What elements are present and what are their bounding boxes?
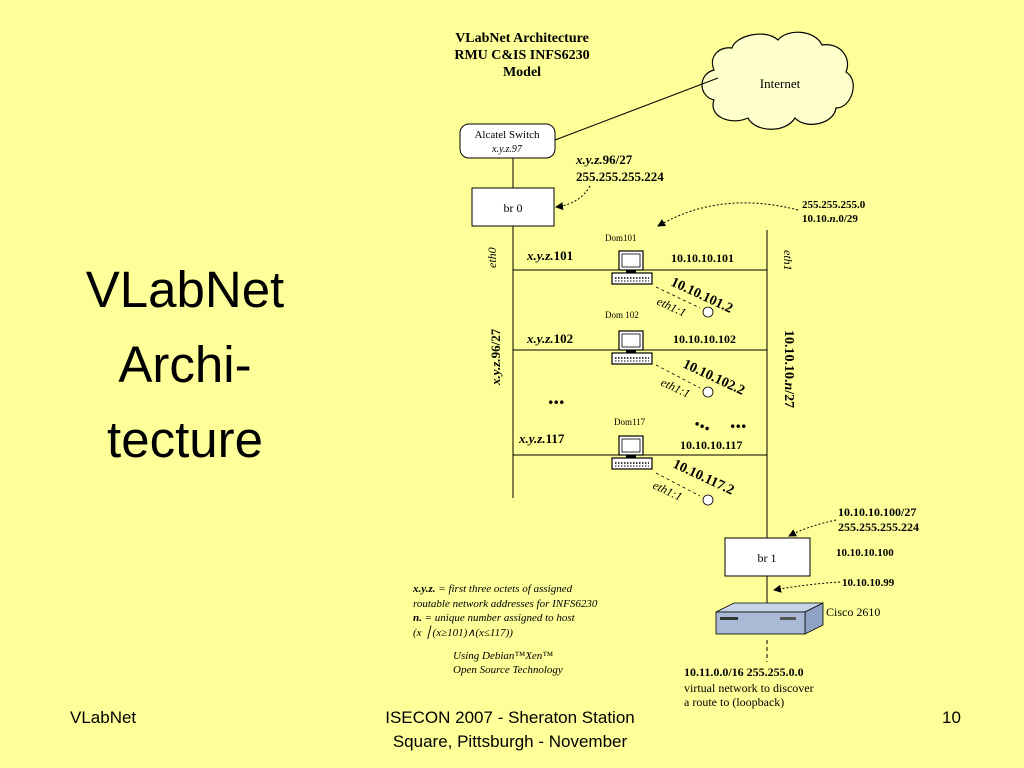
dom102-label: Dom 102 — [605, 310, 639, 320]
ellipsis-left: ... — [548, 384, 565, 409]
dom101-public-ip: x.y.z.101 — [526, 248, 573, 263]
dom101-label: Dom101 — [605, 233, 637, 243]
router-ip-label: 10.10.10.99 — [842, 577, 895, 589]
dom102-alias-port — [702, 386, 714, 398]
private-net-label: 10.10.n.0/29 — [802, 213, 858, 225]
loopback-desc-line-1: virtual network to discover — [684, 681, 814, 695]
bridge-br0: br 0 — [471, 187, 555, 227]
dom102-alias-link — [655, 364, 701, 389]
tech-line-1: Using Debian™Xen™ — [453, 650, 553, 662]
loopback-net-label: 10.11.0.0/16 255.255.0.0 — [684, 665, 804, 679]
eth1-label: eth1 — [781, 250, 795, 271]
br1-net-label: 10.10.10.100/27 — [838, 505, 916, 519]
legend-line-1: x.y.z. = first three octets of assigned — [412, 583, 573, 595]
dom117-label: Dom117 — [614, 417, 646, 427]
br1-mask-label: 255.255.255.224 — [838, 520, 919, 534]
tech-line-2: Open Source Technology — [453, 664, 563, 676]
footer-left: VLabNet — [70, 708, 137, 727]
br1-net-arrow — [788, 519, 837, 537]
dom117-alias-link — [655, 472, 701, 497]
host-dom101: Dom101 x.y.z.101 10.10.10.101 10.10.101.… — [526, 233, 735, 320]
eth0-label: eth0 — [485, 247, 499, 268]
bridge1-label: br 1 — [758, 551, 777, 565]
dom101-private-ip: 10.10.10.101 — [671, 251, 734, 265]
dom102-private-ip: 10.10.10.102 — [673, 332, 736, 346]
footer-center-line-1: ISECON 2007 - Sheraton Station — [385, 708, 635, 727]
bridge0-label: br 0 — [504, 201, 523, 215]
legend: x.y.z. = first three octets of assigned … — [412, 583, 598, 676]
legend-line-4: (x ⎪(x≥101)∧(x≤117)) — [413, 625, 513, 639]
switch-address: x.y.z.97 — [491, 144, 523, 155]
ellipsis-right: ... — [730, 408, 747, 433]
footer-center-line-2: Square, Pittsburgh - November — [392, 732, 628, 751]
dom102-alias-interface: eth1:1 — [659, 375, 693, 401]
dom101-alias-interface: eth1:1 — [655, 294, 689, 320]
page-number: 10 — [942, 708, 961, 727]
br1-ip-label: 10.10.10.100 — [836, 547, 894, 559]
dom101-alias-link — [655, 286, 701, 309]
cisco-router: Cisco 2610 — [715, 602, 880, 635]
subnet-top-label: x.y.z.96/27 — [575, 152, 633, 167]
legend-line-3: n. = unique number assigned to host — [413, 612, 576, 624]
dom101-alias-port — [702, 306, 714, 318]
switch-internet-link — [554, 77, 719, 141]
dom102-public-ip: x.y.z.102 — [526, 331, 573, 346]
dom117-alias-port — [702, 494, 714, 506]
internet-label: Internet — [760, 76, 801, 91]
dom117-computer-icon — [611, 435, 653, 470]
slide-title-line-1: VLabNet — [85, 261, 285, 318]
loopback-desc-line-2: a route to (loopback) — [684, 695, 784, 709]
switch-label: Alcatel Switch — [474, 129, 540, 141]
legend-line-2: routable network addresses for INFS6230 — [413, 598, 598, 610]
dom102-computer-icon — [611, 330, 653, 365]
slide-title-line-2: Archi- — [118, 336, 252, 393]
right-bus-label: 10.10.10.n/27 — [781, 330, 796, 408]
dom117-public-ip: x.y.z.117 — [518, 431, 565, 446]
router-label: Cisco 2610 — [826, 605, 880, 619]
footer-center: ISECON 2007 - Sheraton Station Square, P… — [350, 706, 670, 754]
bridge-br1: br 1 — [724, 537, 811, 577]
ellipsis-middle: ... — [692, 406, 718, 436]
router-ip-arrow — [773, 581, 841, 593]
left-bus-label: x.y.z.96/27 — [488, 328, 503, 386]
mask-top-label: 255.255.255.224 — [576, 169, 664, 184]
slide-title: VLabNet Archi- tecture — [40, 252, 330, 477]
diagram-heading-line-2: RMU C&IS INFS6230 — [454, 48, 589, 63]
diagram-heading-line-3: Model — [503, 65, 541, 80]
diagram-heading-line-1: VLabNet Architecture — [455, 31, 589, 46]
private-net-arrow — [657, 202, 799, 227]
dom117-alias-interface: eth1:1 — [651, 478, 685, 504]
slide-title-line-3: tecture — [107, 411, 263, 468]
dom117-private-ip: 10.10.10.117 — [680, 438, 742, 452]
dom101-computer-icon — [611, 250, 653, 285]
subnet-top-arrow — [555, 185, 591, 211]
alcatel-switch: Alcatel Switch x.y.z.97 — [459, 123, 556, 159]
private-mask-label: 255.255.255.0 — [802, 199, 866, 211]
internet-cloud: Internet — [701, 31, 854, 130]
